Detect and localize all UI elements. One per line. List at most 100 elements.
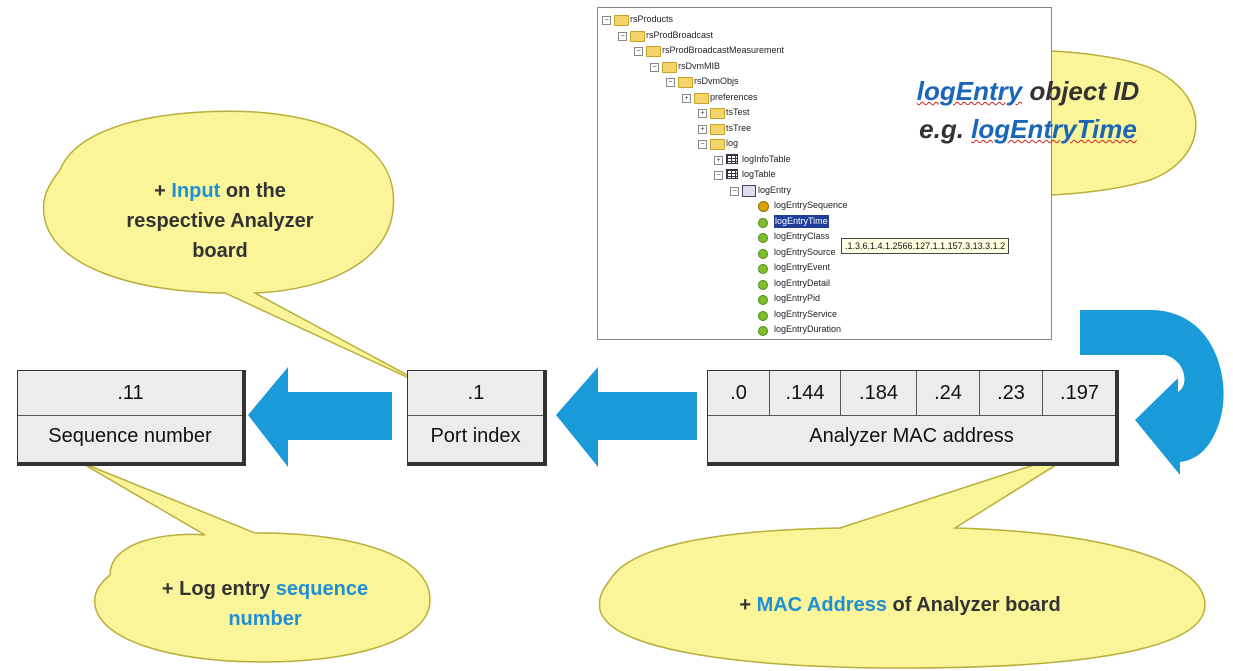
tree-node[interactable]: + tsTest (698, 106, 998, 119)
tree-node-label: tsTest (726, 107, 750, 117)
tree-node-label: logEntrySource (774, 246, 836, 257)
input-bubble-text: + Input on the respective Analyzer board (55, 176, 385, 266)
sequence-caption: Sequence number (18, 415, 242, 456)
tree-node-label: rsProdBroadcastMeasurement (662, 45, 785, 55)
plus-prefix: + (739, 594, 757, 616)
folder-icon (694, 92, 709, 104)
tree-node[interactable]: logEntrySequence (746, 199, 1046, 212)
arrow-mac-to-port (556, 367, 697, 467)
tree-node[interactable]: + logInfoTable (714, 153, 1014, 166)
plus-prefix: + (154, 180, 172, 202)
mib-tree-panel[interactable]: −rsProducts−rsProdBroadcast−rsProdBroadc… (597, 7, 1052, 340)
collapse-icon[interactable]: − (618, 31, 627, 41)
collapse-icon[interactable]: − (650, 62, 659, 72)
collapse-icon[interactable]: − (698, 140, 707, 149)
table-icon (726, 169, 738, 179)
entry-icon (742, 184, 756, 197)
collapse-icon[interactable]: − (634, 47, 643, 56)
mac-speech-bubble (598, 449, 1206, 669)
tree-node-label: logEntryDetail (774, 277, 831, 288)
expand-icon[interactable]: + (714, 155, 723, 165)
logentrytime-highlight: logEntryTime (971, 114, 1137, 144)
collapse-icon[interactable]: − (602, 16, 611, 25)
tree-node[interactable]: logEntryClass (746, 230, 1046, 243)
oid-tooltip: .1.3.6.1.4.1.2566.127.1.1.157.3.13.3.1.2 (841, 238, 1010, 254)
folder-icon (710, 139, 725, 150)
tree-node[interactable]: logEntryDuration (746, 323, 1046, 336)
sequence-text-prefix: + Log entry (161, 578, 276, 600)
folder-icon (710, 108, 725, 119)
tree-node[interactable]: logEntryService (746, 308, 1046, 321)
object-id-bubble-text: logEntry object ID e.g. logEntryTime (848, 72, 1208, 148)
tree-node-label: logInfoTable (742, 153, 791, 164)
tree-node-label: logEntryPid (774, 293, 821, 303)
tree-node[interactable]: − logEntry (730, 184, 1030, 197)
mac-octet-5: .23 (980, 371, 1043, 415)
tree-node-label: logEntryClass (774, 231, 830, 241)
sequence-number-box: .11 Sequence number (17, 370, 246, 466)
expand-icon[interactable]: + (698, 124, 707, 134)
sequence-speech-bubble (79, 461, 431, 663)
leaf-icon (758, 233, 768, 243)
tree-node[interactable]: − rsProdBroadcastMeasurement (634, 44, 934, 57)
port-value: .1 (467, 382, 485, 404)
object-id-label: object ID (1022, 76, 1140, 106)
tree-node-label: preferences (710, 91, 758, 102)
collapse-icon[interactable]: − (666, 78, 675, 87)
leaf-icon (758, 326, 768, 336)
folder-icon (630, 30, 645, 42)
tree-node-label: logEntryDuration (774, 324, 842, 334)
tree-node[interactable]: logEntryEvent (746, 261, 1046, 274)
logentry-highlight: logEntry (916, 76, 1023, 106)
tree-node-label: rsDvmObjs (694, 76, 739, 86)
curved-arrow-tree-to-mac (1080, 310, 1224, 475)
folder-icon (678, 77, 693, 88)
mac-highlight: MAC Address (756, 594, 887, 616)
input-text-line3: board (192, 240, 248, 262)
tree-node[interactable]: + preferences (682, 91, 982, 104)
expand-icon[interactable]: + (682, 93, 691, 103)
leaf-icon (758, 248, 768, 259)
mac-octet-2: .144 (770, 371, 841, 415)
tree-node[interactable]: − rsProducts (602, 13, 902, 26)
mac-octet-1: .0 (708, 371, 770, 415)
number-highlight: number (228, 608, 302, 630)
port-caption: Port index (408, 415, 543, 456)
tree-node-label: rsProdBroadcast (646, 29, 714, 40)
key-icon (758, 201, 769, 212)
tree-node[interactable]: −logTable (714, 168, 1014, 181)
tree-node[interactable]: − rsDvmObjs (666, 75, 966, 88)
leaf-icon (758, 217, 768, 228)
tree-node[interactable]: − log (698, 137, 998, 150)
collapse-icon[interactable]: − (714, 171, 723, 180)
tree-node-label: tsTree (726, 122, 752, 133)
folder-icon (662, 61, 677, 73)
tree-node[interactable]: logEntrySource (746, 246, 1046, 259)
input-text-line2: respective Analyzer (126, 210, 314, 232)
tree-node-label: logEntryEvent (774, 262, 831, 272)
collapse-icon[interactable]: − (730, 186, 739, 196)
tree-node-label: log (726, 138, 739, 148)
tree-node-label: logEntry (758, 184, 792, 195)
tree-node[interactable]: −rsDvmMIB (650, 60, 950, 73)
folder-icon (646, 46, 661, 57)
tree-node[interactable]: logEntryTime (746, 214, 1046, 228)
example-prefix: e.g. (919, 114, 972, 144)
mac-bubble-text: + MAC Address of Analyzer board (615, 590, 1185, 620)
tree-node-label: logEntrySequence (774, 200, 848, 210)
tree-node[interactable]: + tsTree (698, 122, 998, 135)
mac-text-rest: of Analyzer board (886, 594, 1061, 616)
expand-icon[interactable]: + (698, 109, 707, 118)
arrow-port-to-sequence (248, 367, 392, 467)
input-speech-bubble (42, 110, 436, 391)
tree-node-label: rsProducts (630, 14, 674, 24)
tree-node[interactable]: − rsProdBroadcast (618, 29, 918, 42)
mac-address-box: .0 .144 .184 .24 .23 .197 Analyzer MAC a… (707, 370, 1119, 466)
tree-node[interactable]: logEntryDetail (746, 277, 1046, 290)
mac-octet-4: .24 (917, 371, 980, 415)
tree-node-label: logEntryTime (774, 214, 829, 228)
tree-node[interactable]: logEntryPid (746, 292, 1046, 305)
mac-octet-6: .197 (1060, 382, 1099, 404)
input-text-rest: on the (220, 180, 286, 202)
folder-icon (710, 123, 725, 135)
